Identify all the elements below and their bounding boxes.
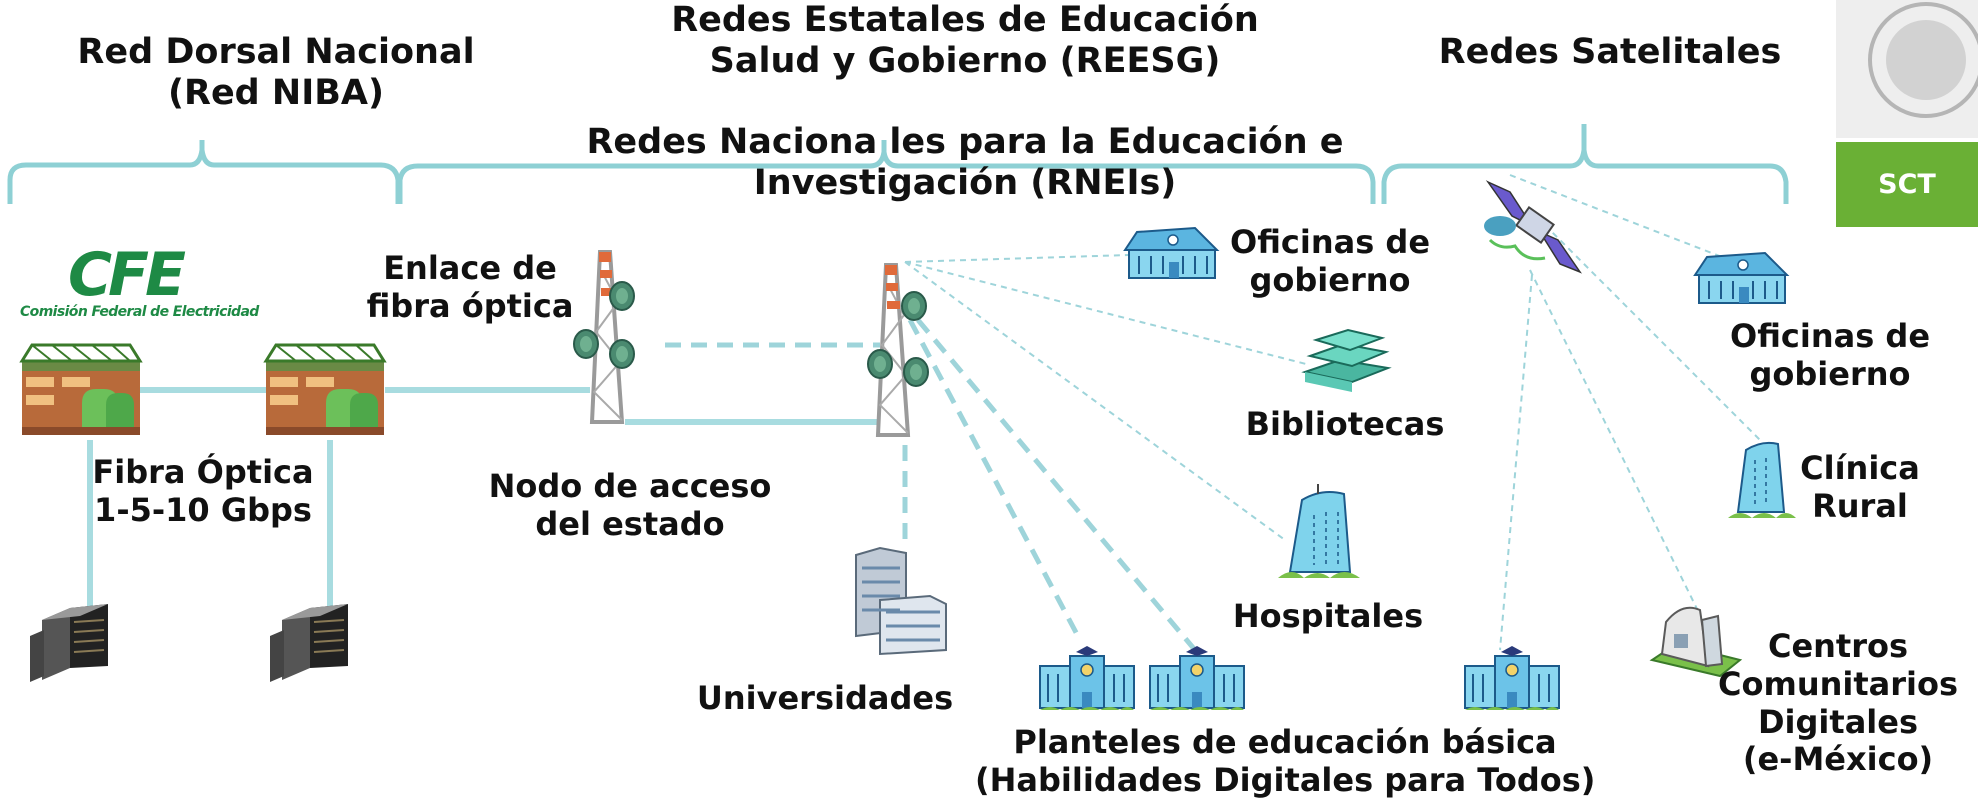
dashed-links [665, 318, 1197, 652]
label-enlace: Enlace de fibra óptica [360, 249, 580, 326]
sct-logo: SCT [1836, 0, 1978, 230]
label-clinica-line2: Rural [1812, 486, 1908, 525]
header-red-dorsal-line1: Red Dorsal Nacional [77, 32, 475, 72]
power-plant-icon [20, 343, 142, 437]
header-red-dorsal-line2: (Red NIBA) [168, 73, 384, 114]
label-fibra-line2: 1-5-10 Gbps [94, 490, 312, 529]
power-plant-icon [264, 343, 386, 437]
label-oficinas-right-line2: gobierno [1749, 354, 1911, 393]
label-fibra-line1: Fibra Óptica [92, 453, 314, 491]
school-icon [1464, 645, 1560, 711]
label-fibra: Fibra Óptica 1-5-10 Gbps [78, 453, 328, 530]
community-center-icon [1649, 606, 1743, 678]
label-centros-line2: Comunitarios [1718, 664, 1959, 703]
clinic-icon [1728, 441, 1796, 518]
cfe-logo: CFE [68, 240, 228, 310]
label-oficinas-right-line1: Oficinas de [1729, 317, 1931, 355]
header-red-dorsal: Red Dorsal Nacional (Red NIBA) [56, 32, 496, 115]
label-centros-line3: Digitales [1757, 702, 1918, 741]
antenna-tower-icon [867, 263, 929, 437]
cfe-logo-text: CFE [68, 240, 186, 310]
label-nodo-line1: Nodo de acceso [488, 467, 772, 505]
label-centros: Centros Comunitarios Digitales (e-México… [1718, 627, 1959, 779]
label-oficinas-left-line2: gobierno [1249, 260, 1411, 299]
label-oficinas-left: Oficinas de gobierno [1225, 223, 1435, 300]
label-clinica-line1: Clínica [1800, 449, 1920, 487]
label-enlace-line1: Enlace de [383, 249, 557, 287]
label-clinica: Clínica Rural [1790, 449, 1930, 526]
header-satelitales: Redes Satelitales [1410, 32, 1810, 73]
bracket-satelitales [1381, 124, 1789, 204]
school-icon [1149, 645, 1245, 711]
header-rneis: Redes Naciona les para la Educación e In… [570, 122, 1360, 205]
university-building-icon [855, 546, 947, 656]
label-universidades: Universidades [690, 679, 960, 718]
label-centros-line4: (e-México) [1742, 740, 1934, 779]
label-enlace-line2: fibra óptica [366, 286, 574, 325]
header-reesg-line2: Salud y Gobierno (REESG) [709, 41, 1221, 82]
bracket-red-dorsal [7, 140, 401, 204]
label-bibliotecas: Bibliotecas [1235, 405, 1455, 444]
label-oficinas-left-line1: Oficinas de [1229, 223, 1431, 261]
label-nodo-line2: del estado [535, 504, 725, 543]
government-office-icon [1694, 252, 1788, 304]
header-satelitales-text: Redes Satelitales [1438, 32, 1782, 72]
label-planteles-line1: Planteles de educación básica [1013, 723, 1557, 761]
header-rneis-line1: Redes Naciona les para la Educación e [586, 122, 1344, 162]
seal-icon [1836, 0, 1978, 138]
label-centros-line1: Centros [1767, 627, 1909, 665]
header-reesg-line1: Redes Estatales de Educación [671, 0, 1259, 40]
label-universidades-text: Universidades [696, 679, 954, 717]
fiber-links [87, 387, 880, 608]
label-planteles: Planteles de educación básica (Habilidad… [975, 723, 1596, 800]
government-office-icon [1124, 227, 1218, 279]
label-nodo: Nodo de acceso del estado [480, 467, 780, 544]
cfe-subtitle: Comisión Federal de Electricidad [20, 304, 259, 320]
label-planteles-line2: (Habilidades Digitales para Todos) [975, 760, 1596, 799]
antenna-tower-icon [573, 250, 635, 424]
sct-label: SCT [1836, 142, 1978, 227]
server-icon [29, 603, 109, 683]
school-icon [1039, 645, 1135, 711]
header-rneis-line2: Investigación (RNEIs) [753, 163, 1177, 204]
label-hospitales: Hospitales [1228, 597, 1428, 636]
header-reesg: Redes Estatales de Educación Salud y Gob… [645, 0, 1285, 83]
satellite-icon [1484, 180, 1583, 274]
books-icon [1301, 328, 1392, 392]
label-bibliotecas-text: Bibliotecas [1245, 405, 1445, 443]
label-oficinas-right: Oficinas de gobierno [1720, 317, 1940, 394]
hospital-icon [1278, 484, 1360, 578]
server-icon [269, 603, 349, 683]
label-hospitales-text: Hospitales [1232, 597, 1424, 635]
bracket-rneis [397, 140, 1376, 204]
thin-dashed-links [904, 174, 1761, 651]
